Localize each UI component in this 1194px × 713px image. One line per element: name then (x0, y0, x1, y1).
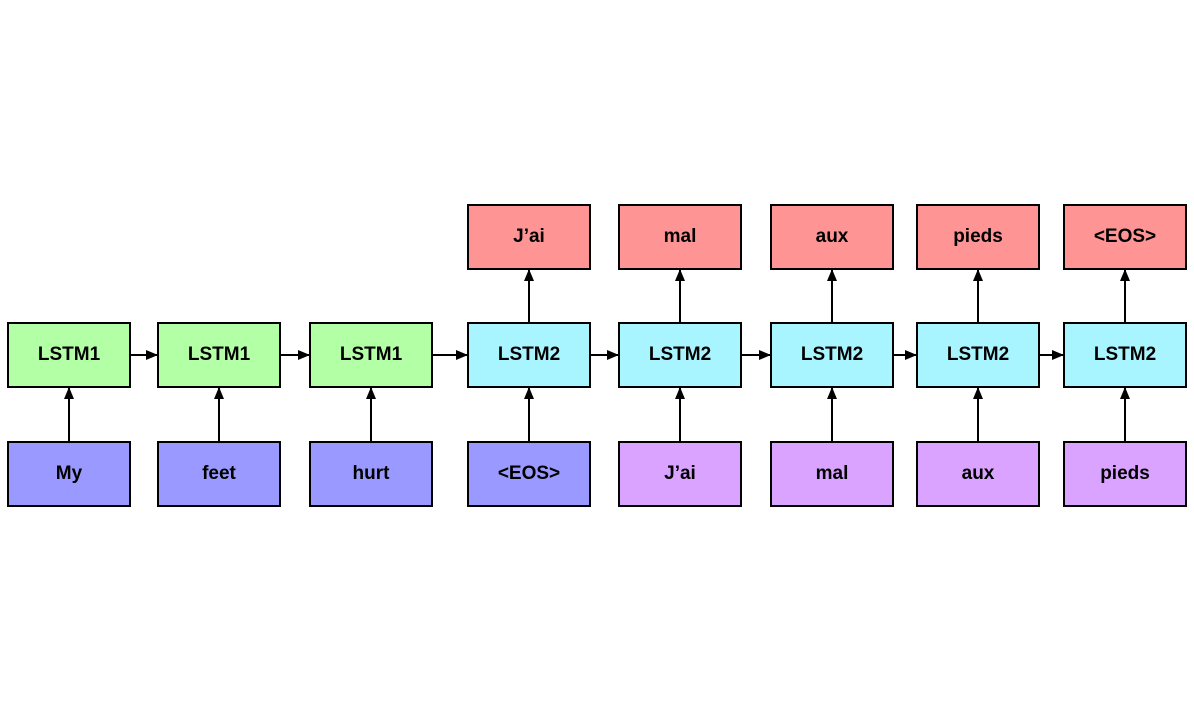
output-token-aux-5-label: aux (815, 226, 849, 247)
input-token-mal-5-label: mal (815, 463, 849, 484)
input-token-pieds-7-label: pieds (1100, 463, 1150, 484)
output-token-eos-7-label: <EOS> (1093, 226, 1157, 247)
input-token-feet-1-label: feet (202, 463, 236, 484)
decoder-cell-6-label: LSTM2 (946, 344, 1010, 365)
input-token-aux-6-label: aux (961, 463, 995, 484)
decoder-cell-3: LSTM2 (467, 322, 591, 388)
input-token-pieds-7: pieds (1063, 441, 1187, 507)
input-token-hurt-2: hurt (309, 441, 433, 507)
input-token-feet-1: feet (157, 441, 281, 507)
output-token-j-ai-3-label: J’ai (513, 226, 545, 247)
input-token-my-0-label: My (55, 463, 83, 484)
input-token-j-ai-4-label: J’ai (664, 463, 696, 484)
decoder-cell-4-label: LSTM2 (648, 344, 712, 365)
encoder-cell-2: LSTM1 (309, 322, 433, 388)
encoder-cell-0: LSTM1 (7, 322, 131, 388)
output-token-mal-4: mal (618, 204, 742, 270)
output-token-pieds-6: pieds (916, 204, 1040, 270)
output-token-j-ai-3: J’ai (467, 204, 591, 270)
output-token-mal-4-label: mal (663, 226, 697, 247)
decoder-cell-3-label: LSTM2 (497, 344, 561, 365)
encoder-cell-1-label: LSTM1 (187, 344, 251, 365)
encoder-cell-2-label: LSTM1 (339, 344, 403, 365)
encoder-cell-0-label: LSTM1 (37, 344, 101, 365)
input-token-mal-5: mal (770, 441, 894, 507)
output-token-pieds-6-label: pieds (953, 226, 1003, 247)
output-token-eos-7: <EOS> (1063, 204, 1187, 270)
decoder-cell-7: LSTM2 (1063, 322, 1187, 388)
input-token-aux-6: aux (916, 441, 1040, 507)
input-token-hurt-2-label: hurt (352, 463, 390, 484)
input-token-eos-3-label: <EOS> (497, 463, 561, 484)
encoder-cell-1: LSTM1 (157, 322, 281, 388)
output-token-aux-5: aux (770, 204, 894, 270)
decoder-cell-6: LSTM2 (916, 322, 1040, 388)
decoder-cell-4: LSTM2 (618, 322, 742, 388)
decoder-cell-5-label: LSTM2 (800, 344, 864, 365)
decoder-cell-5: LSTM2 (770, 322, 894, 388)
decoder-cell-7-label: LSTM2 (1093, 344, 1157, 365)
input-token-my-0: My (7, 441, 131, 507)
input-token-j-ai-4: J’ai (618, 441, 742, 507)
input-token-eos-3: <EOS> (467, 441, 591, 507)
